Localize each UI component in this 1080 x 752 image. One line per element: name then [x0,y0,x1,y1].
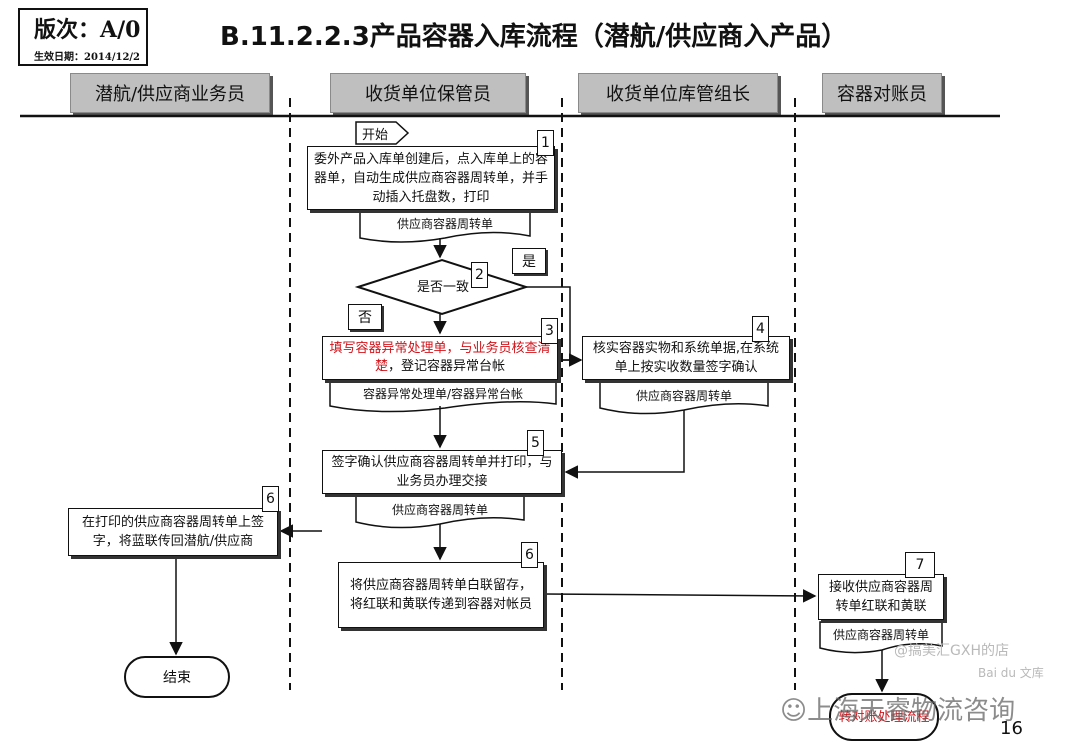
step1-doc-label: 供应商容器周转单 [396,216,493,231]
step6a-box: 在打印的供应商容器周转单上签字，将蓝联传回潜航/供应商 [68,508,278,556]
step-number-2: 2 [471,262,488,288]
step3-doc-label: 容器异常处理单/容器异常台帐 [362,386,524,401]
step-number-6b: 6 [521,542,538,568]
effective-date: 生效日期：2014/12/2 [34,52,141,63]
decision-text: 是否一致 [416,280,469,295]
wechat-icon: ☺ [780,696,808,726]
step1-text: 委外产品入库单创建后，点入库单上的容器单，自动生成供应商容器周转单，并手动插入托… [314,151,549,205]
step-number-3: 3 [541,318,558,344]
step-number-6a: 6 [262,486,279,512]
no-label: 否 [348,304,382,330]
step3-red-text: 填写容器异常处理单，与业务员核查清楚 [329,341,551,374]
watermark-shop: @搞美汇GXH的店 [894,643,1009,659]
next-process-terminator [829,693,939,741]
next-process-label: 转对账处理流程 [838,710,930,725]
watermark-baidu: Bai du 文库 [978,666,1044,680]
lane-header-supplier: 潜航/供应商业务员 [70,73,270,113]
step3-text: ，登记容器异常台帐 [388,359,506,374]
lane-header-supervisor: 收货单位库管组长 [578,73,778,113]
step6b-box: 将供应商容器周转单白联留存，将红联和黄联传递到容器对帐员 [338,562,544,628]
step5-box: 签字确认供应商容器周转单并打印，与业务员办理交接 [322,450,562,494]
step7-box: 接收供应商容器周转单红联和黄联 [818,574,944,620]
step-number-4: 4 [752,316,769,342]
step-number-5: 5 [527,430,544,456]
step4-doc-label: 供应商容器周转单 [635,388,732,403]
doc-shape-4 [599,381,769,415]
step5-doc-label: 供应商容器周转单 [391,502,488,517]
doc-shape-3 [329,379,557,413]
step6b-text: 将供应商容器周转单白联留存，将红联和黄联传递到容器对帐员 [349,578,532,612]
step-number-1: 1 [537,130,554,156]
page-number: 16 [1000,718,1023,739]
version-label: 版次：A/0 [34,17,141,43]
step1-box: 委外产品入库单创建后，点入库单上的容器单，自动生成供应商容器周转单，并手动插入托… [307,146,555,210]
step6a-text: 在打印的供应商容器周转单上签字，将蓝联传回潜航/供应商 [81,515,264,549]
doc-shape-5 [355,495,525,529]
lane-header-keeper: 收货单位保管员 [330,73,526,113]
start-terminator [355,121,410,145]
end-label: 结束 [163,670,191,686]
step5-text: 签字确认供应商容器周转单并打印，与业务员办理交接 [331,455,553,489]
version-box: 版次：A/0 生效日期：2014/12/2 [18,8,148,66]
watermark-wechat-text: 上海天睿物流咨询 [807,696,1016,726]
step-number-7: 7 [905,552,935,578]
yes-label: 是 [512,248,546,274]
page-title: B.11.2.2.3产品容器入库流程（潜航/供应商入产品） [220,22,848,52]
end-terminator [124,656,230,698]
watermark-wechat: ☺上海天睿物流咨询 [780,690,1015,727]
step4-text: 核实容器实物和系统单据,在系统单上按实收数量签字确认 [592,341,780,375]
lane-header-reconciler: 容器对账员 [822,73,942,113]
start-label: 开始 [362,128,389,143]
step4-box: 核实容器实物和系统单据,在系统单上按实收数量签字确认 [582,336,790,380]
step7-text: 接收供应商容器周转单红联和黄联 [828,580,933,614]
doc-shape-7 [819,621,943,654]
doc-shape-1 [359,211,531,243]
step7-doc-label: 供应商容器周转单 [832,627,929,642]
step3-box: 填写容器异常处理单，与业务员核查清楚，登记容器异常台帐 [322,336,558,380]
